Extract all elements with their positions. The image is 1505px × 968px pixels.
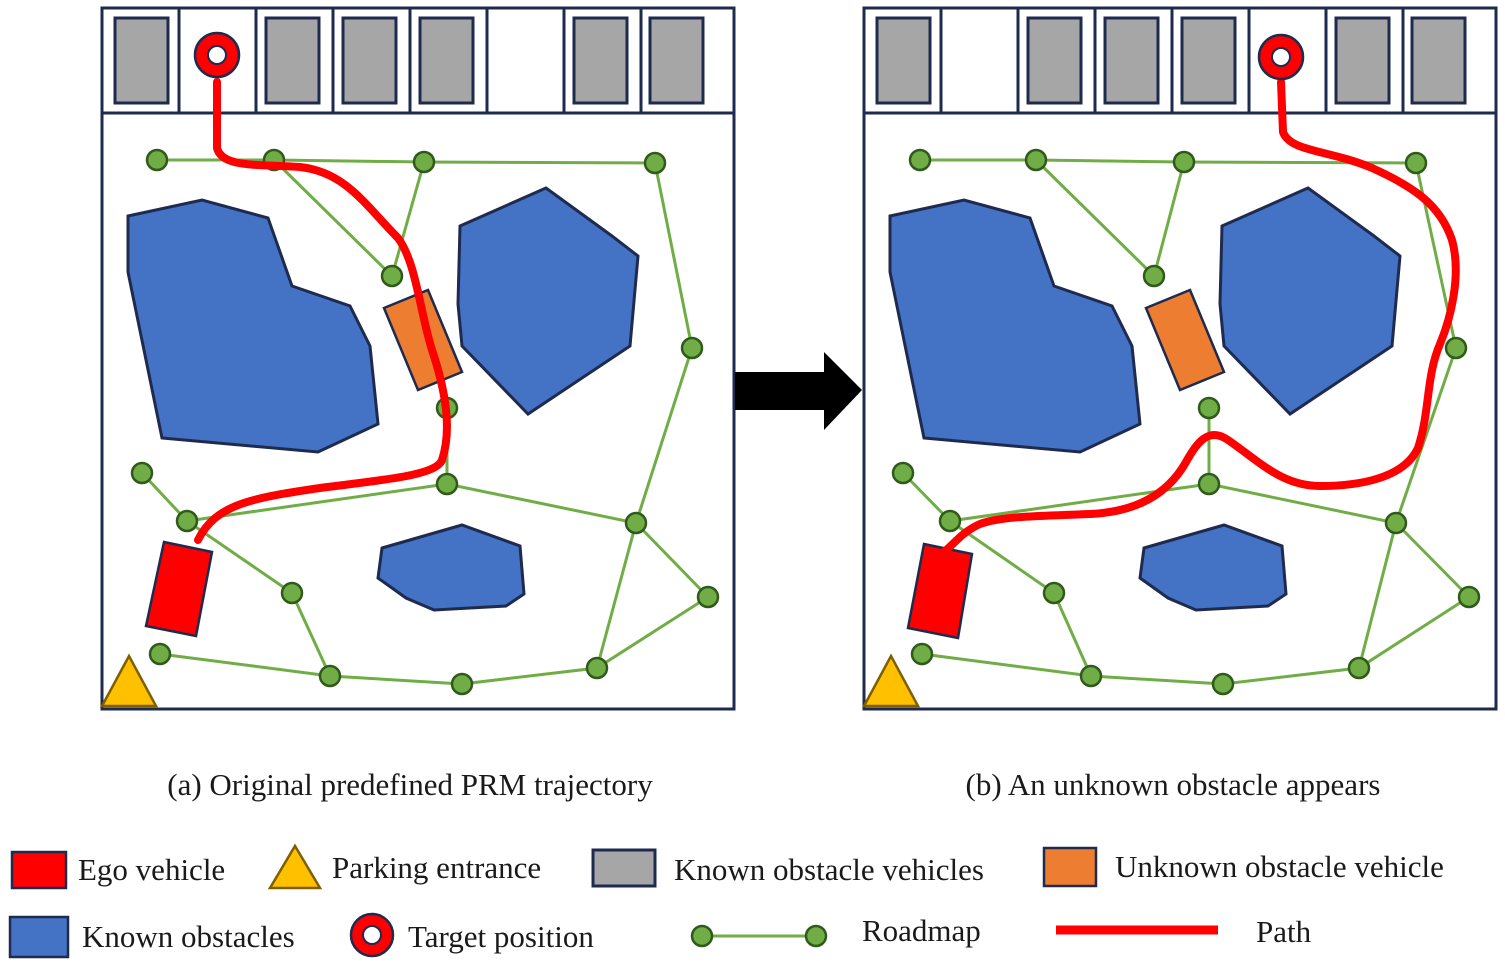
legend-roadmap-label: Roadmap	[862, 913, 981, 948]
known-obstacle-vehicle	[113, 16, 170, 105]
legend-unknown-obstacle-vehicle-swatch	[1042, 846, 1098, 888]
known-obstacle	[376, 523, 526, 612]
panel-a-known-obstacles	[126, 186, 640, 612]
panel-b-caption: (b) An unknown obstacle appears	[966, 767, 1381, 802]
parking-entrance	[861, 653, 921, 708]
panel-a-known-obstacle-vehicles	[113, 16, 705, 105]
known-obstacle	[1138, 523, 1288, 612]
known-obstacle-vehicle	[572, 16, 629, 105]
known-obstacle-vehicle	[1410, 16, 1467, 105]
panel-a-roadmap	[130, 148, 720, 696]
known-obstacle	[888, 198, 1142, 454]
legend-known-obstacle-vehicles-swatch	[591, 848, 657, 888]
target-position	[193, 31, 241, 79]
panel-b-path	[940, 78, 1460, 556]
parking-entrance	[99, 653, 159, 708]
roadmap-nodes	[891, 148, 1481, 696]
legend-ego-vehicle-swatch	[10, 850, 68, 890]
legend-known-obstacles-swatch	[8, 915, 70, 959]
legend-parking-entrance-swatch	[267, 843, 323, 890]
panel-b: (b) An unknown obstacle appears	[861, 6, 1498, 802]
legend-path-label: Path	[1256, 914, 1312, 949]
legend-parking-entrance-label: Parking entrance	[332, 850, 541, 885]
target-position	[1257, 33, 1305, 81]
legend-ego-vehicle-label: Ego vehicle	[78, 852, 225, 887]
panel-b-known-obstacles	[888, 186, 1402, 612]
known-obstacle	[1218, 186, 1402, 416]
known-obstacle-vehicle	[875, 16, 932, 105]
legend-roadmap-swatch	[690, 924, 828, 948]
legend: Ego vehicle Parking entrance Known obsta…	[8, 843, 1444, 959]
panel-a-path	[194, 78, 451, 544]
panel-b-roadmap	[891, 148, 1481, 696]
known-obstacle-vehicle	[648, 16, 705, 105]
legend-target-position-label: Target position	[408, 919, 594, 954]
known-obstacle-vehicle	[341, 16, 398, 105]
known-obstacle-vehicle	[1103, 16, 1160, 105]
legend-known-obstacle-vehicles-label: Known obstacle vehicles	[674, 852, 984, 887]
legend-target-position-swatch	[349, 912, 395, 958]
panel-b-parking-slots	[862, 6, 1498, 115]
legend-known-obstacles-label: Known obstacles	[82, 919, 295, 954]
known-obstacle-vehicle	[418, 16, 475, 105]
panel-b-known-obstacle-vehicles	[875, 16, 1467, 105]
panel-a: (a) Original predefined PRM trajectory	[99, 6, 736, 802]
known-obstacle-vehicle	[1334, 16, 1391, 105]
known-obstacle-vehicle	[1026, 16, 1083, 105]
known-obstacle	[126, 198, 380, 454]
panel-a-caption: (a) Original predefined PRM trajectory	[167, 767, 653, 802]
legend-unknown-obstacle-vehicle-label: Unknown obstacle vehicle	[1115, 849, 1444, 884]
ego-vehicle	[906, 542, 974, 640]
unknown-obstacle-vehicle	[382, 288, 464, 392]
unknown-obstacle-vehicle	[1144, 288, 1226, 392]
known-obstacle	[456, 186, 640, 416]
known-obstacle-vehicle	[264, 16, 321, 105]
ego-vehicle	[144, 540, 214, 638]
roadmap-nodes	[130, 148, 720, 696]
known-obstacle-vehicle	[1180, 16, 1237, 105]
transition-arrow	[735, 352, 862, 430]
